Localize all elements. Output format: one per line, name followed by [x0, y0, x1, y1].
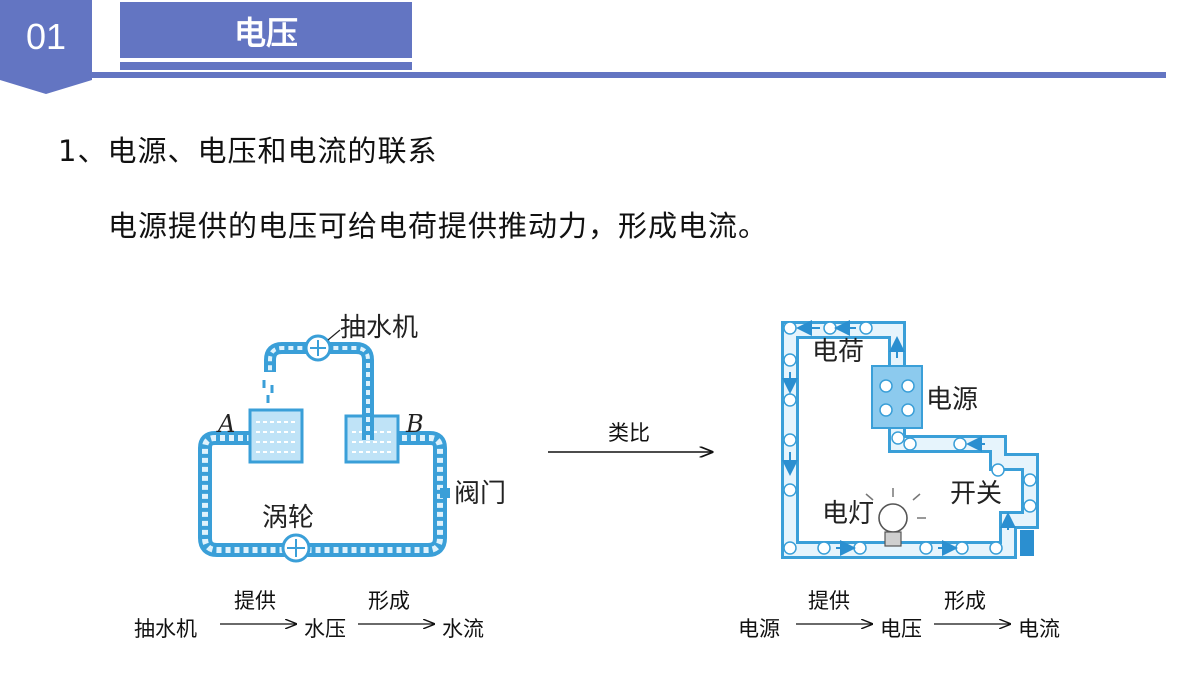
- electric-circuit: 电源 电荷 开关: [781, 320, 1039, 559]
- electric-flow-to: 电流: [1018, 617, 1060, 641]
- turbine-label: 涡轮: [262, 503, 314, 533]
- valve-label: 阀门: [454, 479, 506, 509]
- electric-flow-from: 电源: [738, 617, 780, 641]
- switch-icon: [1020, 530, 1034, 556]
- analogy-label: 类比: [608, 421, 650, 445]
- electric-flow-arrow1-label: 提供: [808, 589, 850, 613]
- charge-icons: [783, 321, 1037, 555]
- charge-label: 电荷: [812, 337, 864, 367]
- page-title: 电压: [233, 14, 298, 52]
- point-b-label: B: [405, 410, 424, 438]
- water-circuit: 抽水机 A B 阀门 涡轮: [198, 313, 506, 563]
- electric-flow-row: 电源 提供 电压 形成 电流: [738, 589, 1060, 641]
- water-flow-mid: 水压: [304, 617, 346, 641]
- section-sentence: 电源提供的电压可给电荷提供推动力，形成电流。: [108, 209, 769, 243]
- container-a: [248, 408, 304, 464]
- point-a-label: A: [216, 410, 235, 438]
- switch-label: 开关: [950, 479, 1002, 509]
- lamp-icon: [865, 488, 926, 547]
- source-block: [871, 365, 923, 429]
- water-flow-to: 水流: [442, 617, 484, 641]
- water-flow-arrow2-label: 形成: [368, 589, 410, 613]
- pump-label: 抽水机: [340, 313, 418, 343]
- water-pipe-loop: [198, 431, 447, 557]
- section-number: 01: [25, 16, 67, 57]
- section-heading: 1、电源、电压和电流的联系: [58, 134, 438, 168]
- section-badge: [0, 0, 92, 94]
- electric-flow-mid: 电压: [880, 617, 922, 641]
- title-underline: [120, 62, 412, 70]
- water-flow-from: 抽水机: [134, 617, 197, 641]
- header-rule: [92, 72, 1166, 78]
- valve-icon: [440, 488, 450, 498]
- source-label: 电源: [926, 385, 978, 415]
- lamp-label: 电灯: [822, 499, 874, 529]
- title-box: [120, 2, 412, 58]
- water-flow-row: 抽水机 提供 水压 形成 水流: [134, 589, 484, 641]
- electric-flow-arrow2-label: 形成: [944, 589, 986, 613]
- water-flow-arrow1-label: 提供: [234, 589, 276, 613]
